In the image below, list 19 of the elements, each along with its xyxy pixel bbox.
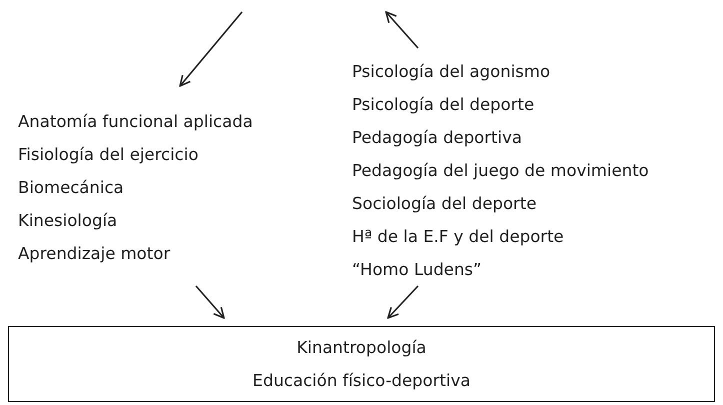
arrow — [179, 11, 243, 87]
list-item: Fisiología del ejercicio — [18, 144, 198, 166]
arrow — [195, 285, 225, 319]
arrow — [387, 285, 419, 319]
list-item: Kinantropología — [296, 337, 426, 359]
list-item: Pedagogía del juego de movimiento — [352, 160, 649, 182]
list-item: Anatomía funcional aplicada — [18, 111, 253, 133]
rectangle-box — [8, 326, 715, 402]
list-item: Educación físico-deportiva — [252, 370, 470, 392]
list-item: Psicología del agonismo — [352, 61, 550, 83]
list-item: Psicología del deporte — [352, 94, 534, 116]
list-item: Aprendizaje motor — [18, 243, 170, 265]
list-item: Pedagogía deportiva — [352, 127, 522, 149]
list-item: “Homo Ludens” — [352, 259, 482, 281]
arrow — [385, 11, 419, 49]
list-item: Sociología del deporte — [352, 193, 536, 215]
list-item: Hª de la E.F y del deporte — [352, 226, 564, 248]
list-item: Kinesiología — [18, 210, 118, 232]
list-item: Biomecánica — [18, 177, 124, 199]
